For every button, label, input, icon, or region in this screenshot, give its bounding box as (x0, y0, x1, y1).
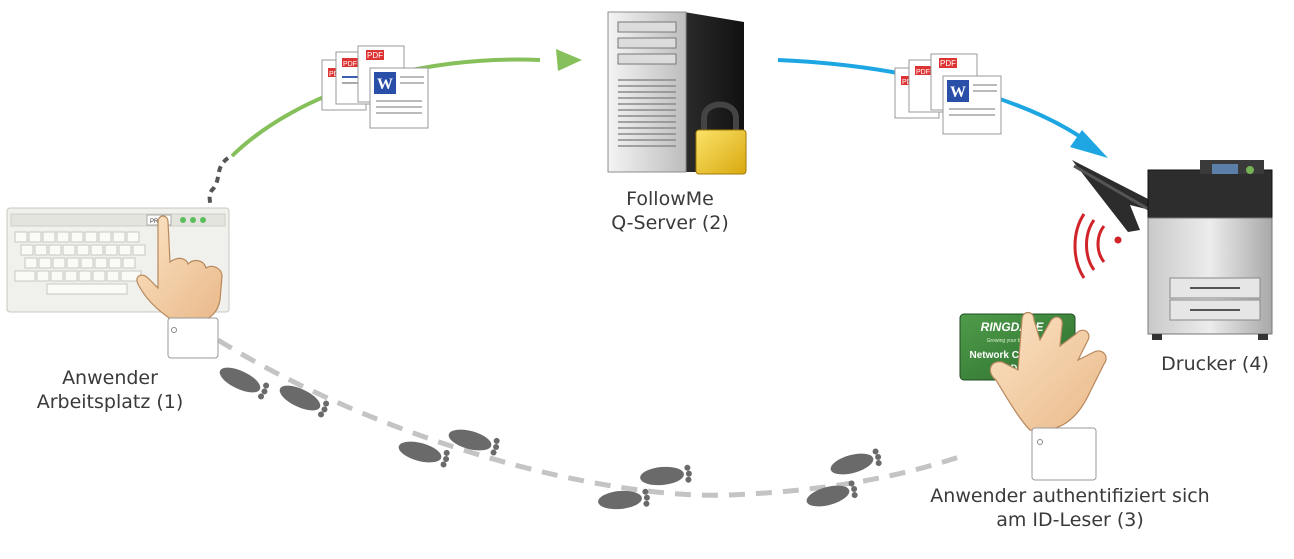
word-document-icon: W (942, 75, 1002, 135)
workstation-label-line-2: Arbeitsplatz (1) (36, 391, 184, 413)
keyboard-keys (14, 231, 146, 295)
reader-label-line-1: Anwender authentifiziert sich (930, 485, 1210, 507)
server-label-line-1: FollowMe (626, 188, 714, 210)
svg-text:PDF: PDF (940, 59, 956, 68)
svg-text:W: W (950, 84, 966, 101)
word-document-icon: W (369, 67, 429, 129)
svg-text:W: W (377, 76, 393, 93)
footprints-icon (219, 367, 882, 510)
reader-label: Anwender authentifiziert sich am ID-Lese… (905, 484, 1235, 532)
svg-text:PDF: PDF (916, 69, 930, 76)
printer-icon (1072, 160, 1273, 340)
document-stack-upload: PDF PDF PDF W (321, 45, 429, 129)
lock-icon (695, 101, 747, 175)
keyboard-led (200, 217, 206, 223)
svg-text:Network Card: Network Card (969, 350, 1034, 361)
workstation-label-line-1: Anwender (62, 367, 158, 389)
svg-text:Growing your business: Growing your business (987, 338, 1038, 344)
workstation-label: Anwender Arbeitsplatz (1) (20, 366, 200, 414)
keyboard-led (180, 217, 186, 223)
document-stack-release: PDF PDF PDF W (894, 53, 1002, 135)
walking-path (216, 337, 966, 498)
keyboard-cable (206, 156, 230, 214)
wireless-signal-icon (1073, 213, 1122, 279)
server-label-line-2: Q-Server (2) (611, 212, 729, 234)
server-label: FollowMe Q-Server (2) (560, 187, 780, 235)
svg-text:PDF: PDF (367, 51, 383, 60)
hand-holding-card-icon (989, 311, 1107, 481)
pointing-hand-icon (136, 215, 223, 359)
svg-text:PDF: PDF (343, 61, 357, 68)
reader-label-line-2: am ID-Leser (3) (996, 509, 1144, 531)
keyboard-led (190, 217, 196, 223)
printer-label: Drucker (4) (1161, 353, 1269, 375)
